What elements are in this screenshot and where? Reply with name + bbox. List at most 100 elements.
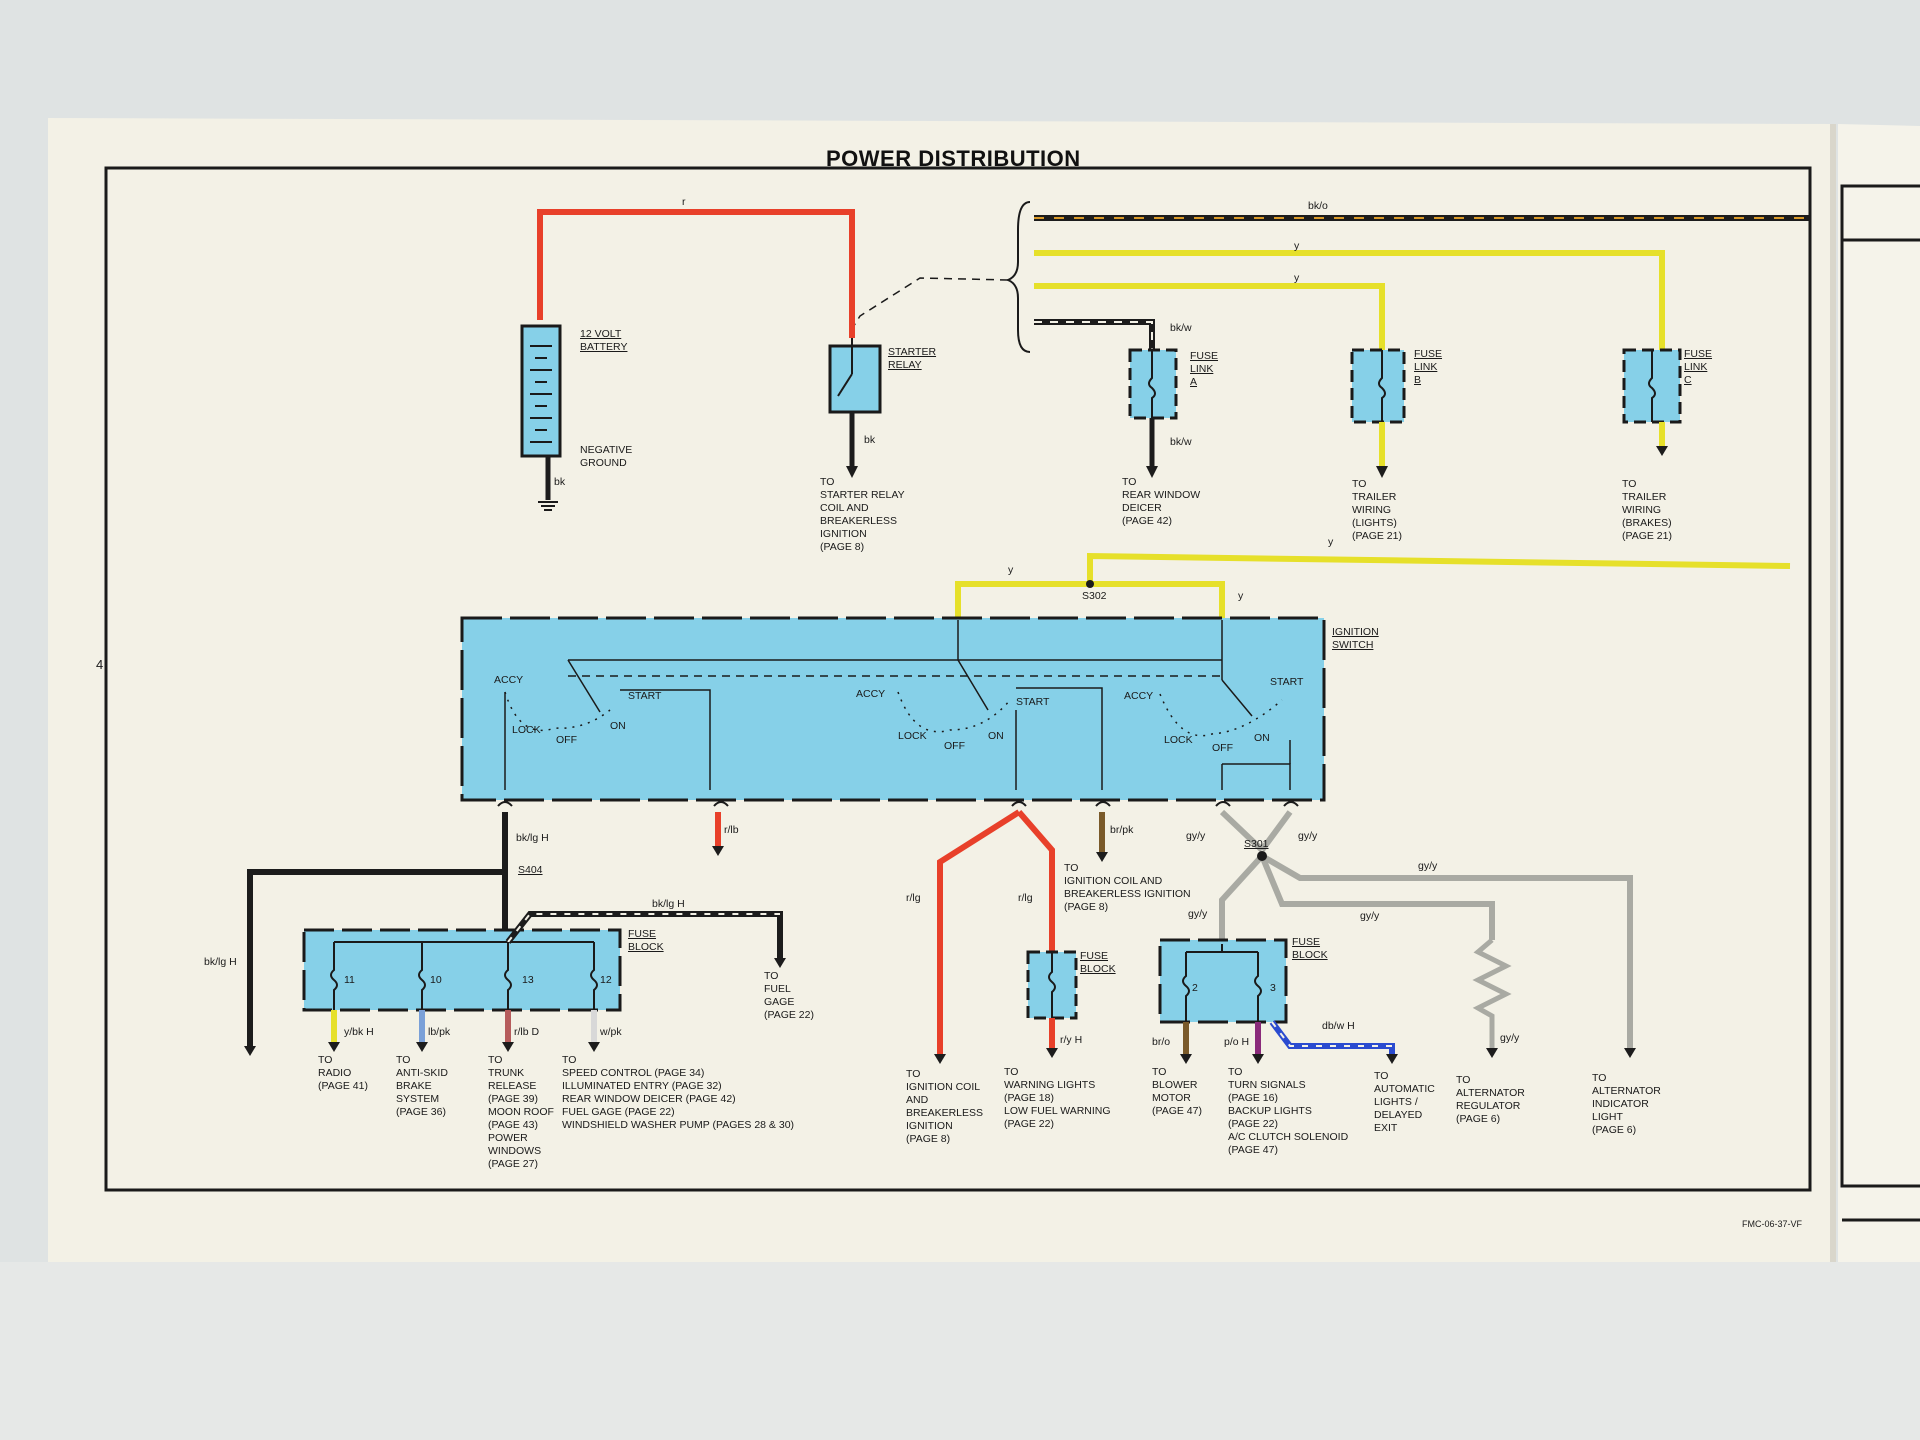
- wire-label: bk: [864, 434, 876, 446]
- negative-ground-label: NEGATIVE GROUND: [580, 444, 633, 469]
- starter-relay-symbol: [828, 344, 882, 414]
- footer-code: FMC-06-37-VF: [1742, 1219, 1803, 1229]
- fuse-block-left-symbol: [302, 928, 622, 1012]
- fuse-link-c-label: FUSE LINK C: [1684, 348, 1713, 386]
- wire-label: r/lb: [724, 824, 739, 836]
- fuse-block-right-label: FUSE BLOCK: [1292, 936, 1328, 961]
- diagram-border: [104, 166, 1812, 1192]
- starter-relay-label: STARTER RELAY: [888, 346, 937, 371]
- wire-label: w/pk: [600, 1026, 622, 1038]
- ground-symbol: [538, 501, 558, 511]
- next-page: [1838, 124, 1920, 1264]
- wire-label: bk/lg H: [516, 832, 549, 844]
- wire-r: [537, 209, 855, 338]
- wire-r-lg: [937, 809, 1021, 1058]
- fuse-number: 2: [1192, 982, 1198, 994]
- wire-label: br/pk: [1110, 824, 1134, 836]
- fuse-block-center-label: FUSE BLOCK: [1080, 950, 1116, 975]
- splice-s302: S302: [1082, 590, 1107, 602]
- wire-label: gy/y: [1418, 860, 1438, 872]
- switch-position: LOCK: [1164, 734, 1193, 746]
- fuse-number: 12: [600, 974, 612, 986]
- switch-position: ON: [610, 720, 626, 732]
- ignition-switch-label: IGNITION SWITCH: [1332, 626, 1379, 651]
- battery-symbol: [520, 324, 562, 458]
- wire-label: bk/w: [1170, 436, 1192, 448]
- destination-speed-control: TO SPEED CONTROL (PAGE 34) ILLUMINATED E…: [562, 1054, 795, 1131]
- switch-position: ON: [988, 730, 1004, 742]
- fuse-link-a-symbol: [1128, 348, 1178, 478]
- fuse-link-a-label: FUSE LINK A: [1190, 350, 1219, 388]
- fuse-number: 11: [344, 974, 355, 986]
- switch-position: START: [1016, 696, 1050, 708]
- ignition-switch-symbol: [460, 616, 1326, 802]
- wire-label: r/lg: [906, 892, 921, 904]
- wire-label: y: [1294, 272, 1300, 284]
- wire-label: gy/y: [1186, 830, 1206, 842]
- alternator-regulator-resistor: [1472, 938, 1512, 1052]
- fuse-link-c-symbol: [1622, 348, 1682, 456]
- wire-label: bk/w: [1170, 322, 1192, 334]
- switch-position: LOCK: [512, 724, 541, 736]
- destination-fuel-gage: TO FUEL GAGE (PAGE 22): [764, 970, 814, 1021]
- switch-position: START: [1270, 676, 1304, 688]
- wire-label: gy/y: [1298, 830, 1318, 842]
- destination-starter-relay-coil: TO STARTER RELAY COIL AND BREAKERLESS IG…: [820, 476, 905, 553]
- page-title: POWER DISTRIBUTION: [826, 146, 1081, 171]
- destination-blower-motor: TO BLOWER MOTOR (PAGE 47): [1152, 1066, 1202, 1117]
- switch-position: OFF: [944, 740, 965, 752]
- next-page-border: [1840, 184, 1920, 1188]
- wire-label: bk/lg H: [204, 956, 237, 968]
- splice-s404: S404: [518, 864, 543, 876]
- wire-label: bk/o: [1308, 200, 1328, 212]
- wire-label: bk/lg H: [652, 898, 685, 910]
- switch-position: OFF: [1212, 742, 1233, 754]
- wire-label: r/y H: [1060, 1034, 1083, 1046]
- splice-s301: S301: [1244, 838, 1269, 850]
- wire-label: bk: [554, 476, 566, 488]
- destination-alternator-regulator: TO ALTERNATOR REGULATOR (PAGE 6): [1456, 1074, 1525, 1125]
- destination-radio: TO RADIO (PAGE 41): [318, 1054, 368, 1092]
- wire-label: y: [1328, 536, 1334, 548]
- wire-y-fuse-b: [1034, 283, 1385, 350]
- wire-label: br/o: [1152, 1036, 1171, 1048]
- switch-position: OFF: [556, 734, 577, 746]
- destination-automatic-lights: TO AUTOMATIC LIGHTS / DELAYED EXIT: [1374, 1070, 1435, 1134]
- destination-turn-signals: TO TURN SIGNALS (PAGE 16) BACKUP LIGHTS …: [1228, 1066, 1349, 1156]
- wire-gy-y: [1219, 853, 1265, 944]
- wire-label: y: [1238, 590, 1244, 602]
- switch-position: ON: [1254, 732, 1270, 744]
- wire-label: y/bk H: [344, 1026, 374, 1038]
- page-number: 4: [96, 657, 104, 672]
- wire-label: r/lg: [1018, 892, 1033, 904]
- destination-anti-skid: TO ANTI-SKID BRAKE SYSTEM (PAGE 36): [396, 1054, 448, 1118]
- destination-trunk-release: TO TRUNK RELEASE (PAGE 39) MOON ROOF (PA…: [488, 1054, 554, 1170]
- destination-ignition-coil-top: TO IGNITION COIL AND BREAKERLESS IGNITIO…: [1064, 862, 1191, 913]
- wire-bk-lg-h: [247, 812, 508, 1050]
- wire-label: gy/y: [1500, 1032, 1520, 1044]
- wire-label: lb/pk: [428, 1026, 451, 1038]
- fuse-link-b-symbol: [1350, 348, 1406, 478]
- wire-y-fuse-c: [1034, 250, 1665, 350]
- switch-position: START: [628, 690, 662, 702]
- wire-label: gy/y: [1188, 908, 1208, 920]
- wire-label: p/o H: [1224, 1036, 1250, 1048]
- destination-trailer-brakes: TO TRAILER WIRING (BRAKES) (PAGE 21): [1622, 478, 1672, 542]
- wire-label: r: [682, 196, 686, 208]
- switch-position: ACCY: [856, 688, 886, 700]
- wire-label: y: [1294, 240, 1300, 252]
- switch-position: ACCY: [494, 674, 524, 686]
- destination-rear-window: TO REAR WINDOW DEICER (PAGE 42): [1122, 476, 1201, 527]
- switch-position: ACCY: [1124, 690, 1154, 702]
- fuse-number: 13: [522, 974, 534, 986]
- wire-label: gy/y: [1360, 910, 1380, 922]
- wire-label: y: [1008, 564, 1014, 576]
- destination-warning-lights: TO WARNING LIGHTS (PAGE 18) LOW FUEL WAR…: [1004, 1066, 1111, 1130]
- wire-label: db/w H: [1322, 1020, 1355, 1032]
- destination-ignition-coil-bottom: TO IGNITION COIL AND BREAKERLESS IGNITIO…: [906, 1068, 984, 1145]
- wire-label: r/lb D: [514, 1026, 540, 1038]
- fuse-number: 10: [430, 974, 442, 986]
- fuse-block-right-symbol: [1158, 938, 1288, 1024]
